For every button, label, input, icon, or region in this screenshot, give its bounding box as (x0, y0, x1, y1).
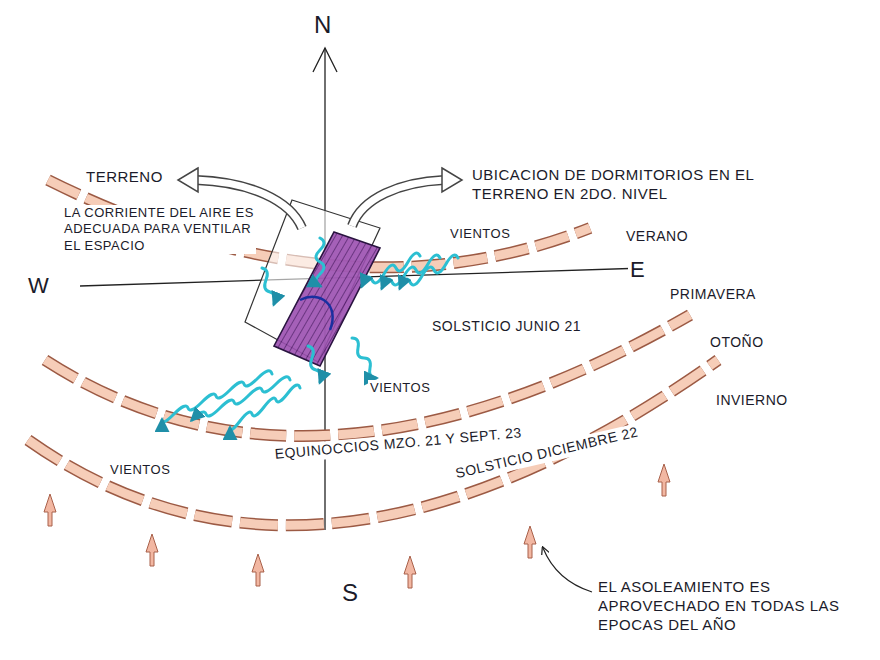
season-label: VERANO (624, 228, 690, 246)
season-label: INVIERNO (714, 392, 790, 410)
sun-path-arcs (28, 180, 718, 525)
sunlight-note: EL ASOLEAMIENTO ES APROVECHADO EN TODAS … (596, 578, 870, 634)
season-label: OTOÑO (708, 334, 766, 352)
season-label: PRIMAVERA (668, 286, 758, 304)
wind-arrows (162, 238, 458, 430)
compass-letter: W (26, 272, 51, 300)
wind-label: VIENTOS (448, 226, 512, 242)
terrain-label: TERRENO (84, 168, 165, 187)
sun-ray-arrows (44, 464, 670, 588)
wind-label: VIENTOS (368, 380, 432, 396)
air-note: LA CORRIENTE DEL AIRE ES ADECUADA PARA V… (62, 205, 256, 254)
solstice-label: SOLSTICIO JUNIO 21 (430, 318, 583, 336)
north-arrowhead (313, 48, 337, 72)
note-leader (543, 548, 592, 592)
compass-letter: N (312, 10, 334, 40)
bedroom-block (274, 232, 380, 366)
wind-label: VIENTOS (108, 462, 172, 478)
bedroom-note: UBICACION DE DORMITORIOS EN EL TERRENO E… (470, 166, 824, 204)
compass-letter: S (340, 578, 361, 608)
air-current (300, 297, 333, 330)
compass-letter: E (628, 256, 647, 284)
